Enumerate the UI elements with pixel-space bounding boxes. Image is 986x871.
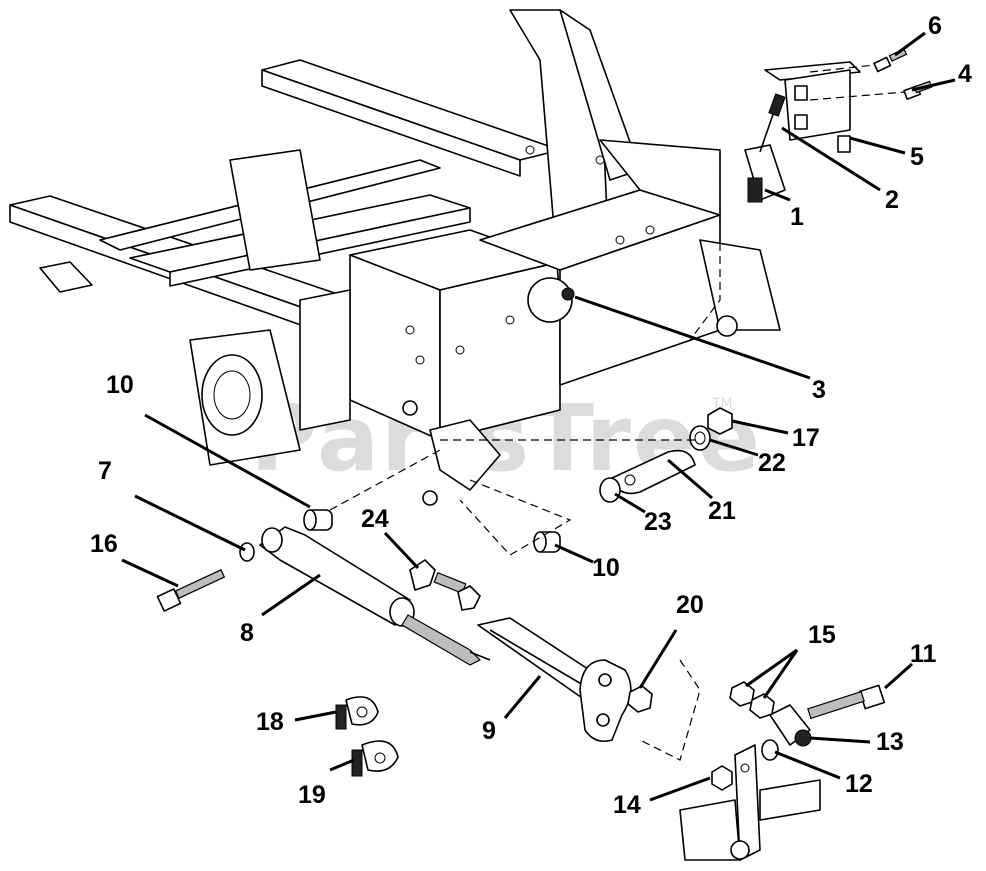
callout-6: 6: [928, 12, 942, 40]
part-14-nut: [711, 765, 733, 791]
callout-12: 12: [845, 770, 873, 798]
callout-10-lower: 10: [592, 554, 620, 582]
upper-frame-rail: [261, 59, 561, 161]
callout-5: 5: [910, 143, 924, 171]
part-18-clip: [335, 696, 379, 730]
part-16-bolt-head: [156, 588, 182, 612]
callout-14: 14: [613, 791, 641, 819]
lift-link-hardware: [440, 407, 733, 503]
watermark-trademark: TM: [711, 396, 733, 412]
callout-18: 18: [256, 708, 284, 736]
lift-cylinder-assembly: [156, 526, 653, 743]
callout-24: 24: [361, 505, 389, 533]
callout-9: 9: [482, 717, 496, 745]
spacer-parts-10: [303, 449, 572, 556]
part-12-washer: [761, 739, 779, 761]
throttle-bracket-assembly: [744, 48, 933, 203]
part-17-nut: [707, 407, 733, 435]
part-23-washer: [599, 477, 621, 503]
part-19-clip: [351, 740, 399, 777]
part-8-cylinder-body: [259, 526, 411, 626]
callout-16: 16: [90, 530, 118, 558]
callout-20: 20: [676, 591, 704, 619]
callout-4: 4: [958, 60, 972, 88]
part-7-washer: [239, 542, 255, 562]
part-15-nut-a: [729, 681, 755, 707]
callout-8: 8: [240, 619, 254, 647]
tractor-frame: [9, 9, 781, 506]
part-11-bolt-shank: [807, 690, 865, 720]
lower-bracket-plate: [734, 744, 761, 861]
callout-22: 22: [758, 449, 786, 477]
callout-2: 2: [885, 186, 899, 214]
callout-10-upper: 10: [106, 371, 134, 399]
clip-parts: [335, 696, 399, 777]
nut-3-shape: [561, 287, 575, 301]
part-9-mounting-plate: [579, 659, 632, 743]
part-16-bolt-shank: [174, 569, 226, 599]
dashed-frame-outline: [689, 152, 721, 341]
callout-7: 7: [98, 457, 112, 485]
callout-labels: 1 2 3 4 5 6 7 8 9 10 10 11 12 13 14 15 1…: [90, 12, 972, 819]
callout-15: 15: [808, 621, 836, 649]
lower-linkage: [639, 659, 886, 861]
part-22-washer: [689, 425, 711, 451]
callout-13: 13: [876, 728, 904, 756]
left-mount-plate: [229, 149, 321, 271]
callout-3: 3: [812, 376, 826, 404]
leader-lines: [121, 31, 956, 802]
callout-23: 23: [644, 508, 672, 536]
callout-21: 21: [708, 497, 736, 525]
callout-19: 19: [298, 781, 326, 809]
callout-17: 17: [792, 424, 820, 452]
callout-1: 1: [790, 203, 804, 231]
callout-11: 11: [910, 640, 937, 668]
